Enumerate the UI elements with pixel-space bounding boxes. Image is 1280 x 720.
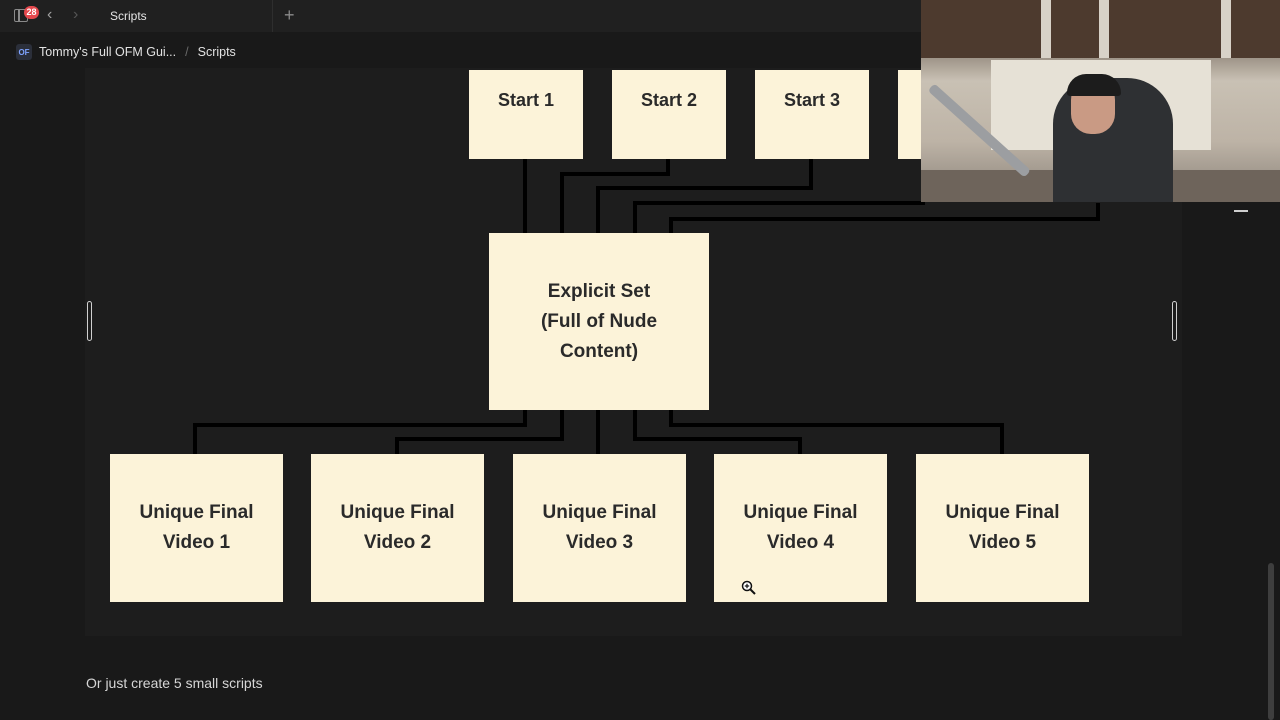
back-button[interactable]: ‹ [47,6,53,23]
connector-start2 [560,159,670,233]
final-node-line: Video 1 [162,532,231,553]
webcam-beam [1221,0,1231,58]
page-text-paragraph: Or just create 5 small scripts [86,675,263,691]
tab-bar: 28 ‹ › Scripts + [0,0,922,32]
start-node-label: Start 1 [497,90,555,110]
final-node-line: Unique Final [945,502,1060,523]
final-video-node-2[interactable]: Unique Final Video 2 [311,454,484,602]
final-node-line: Video 3 [565,532,634,553]
final-video-node-3[interactable]: Unique Final Video 3 [513,454,686,602]
start-node-3[interactable]: Start 3 [755,70,869,159]
explicit-set-node[interactable]: Explicit Set (Full of Nude Content) [489,233,709,410]
breadcrumb-separator: / [185,45,189,59]
breadcrumb: OF Tommy's Full OFM Gui... / Scripts [16,42,236,62]
notification-badge[interactable]: 28 [24,6,39,19]
tab-divider [272,0,273,32]
center-node-line: Explicit Set [547,280,651,302]
collapse-icon[interactable] [1234,210,1248,212]
breadcrumb-workspace[interactable]: Tommy's Full OFM Gui... [39,45,177,59]
final-video-node-4[interactable]: Unique Final Video 4 [714,454,887,602]
start-node-label: Start 3 [783,90,841,110]
page-scrollbar[interactable] [1268,563,1274,720]
resize-handle-right[interactable] [1172,301,1177,341]
center-node-line: Content) [559,340,639,362]
forward-button[interactable]: › [73,6,79,23]
new-tab-button[interactable]: + [284,5,295,25]
final-node-line: Video 4 [766,532,835,553]
connector-final4 [633,410,802,454]
connector-start3 [596,159,813,233]
final-node-line: Unique Final [743,502,858,523]
final-node-line: Video 5 [968,532,1037,553]
start-node-1[interactable]: Start 1 [469,70,583,159]
final-node-line: Video 2 [363,532,432,553]
tab-scripts[interactable]: Scripts [110,9,147,23]
final-node-line: Unique Final [542,502,657,523]
webcam-overlay [921,0,1280,202]
start-node-4-partial[interactable] [898,70,922,159]
breadcrumb-page[interactable]: Scripts [197,45,236,59]
final-video-node-1[interactable]: Unique Final Video 1 [110,454,283,602]
final-video-node-5[interactable]: Unique Final Video 5 [916,454,1089,602]
connector-final5 [669,410,1004,454]
zoom-in-icon [741,580,756,595]
connector-final2 [395,410,564,454]
workspace-icon: OF [16,44,32,60]
final-node-line: Unique Final [139,502,254,523]
connector-start5 [669,203,1100,233]
webcam-person-cap [1067,74,1121,96]
webcam-beam [1099,0,1109,58]
center-node-line: (Full of Nude [540,310,658,332]
connector-final1 [193,410,527,454]
webcam-beam [1041,0,1051,58]
connector-start4 [633,201,925,233]
start-node-label: Start 2 [640,90,698,110]
final-node-line: Unique Final [340,502,455,523]
start-node-2[interactable]: Start 2 [612,70,726,159]
resize-handle-left[interactable] [87,301,92,341]
